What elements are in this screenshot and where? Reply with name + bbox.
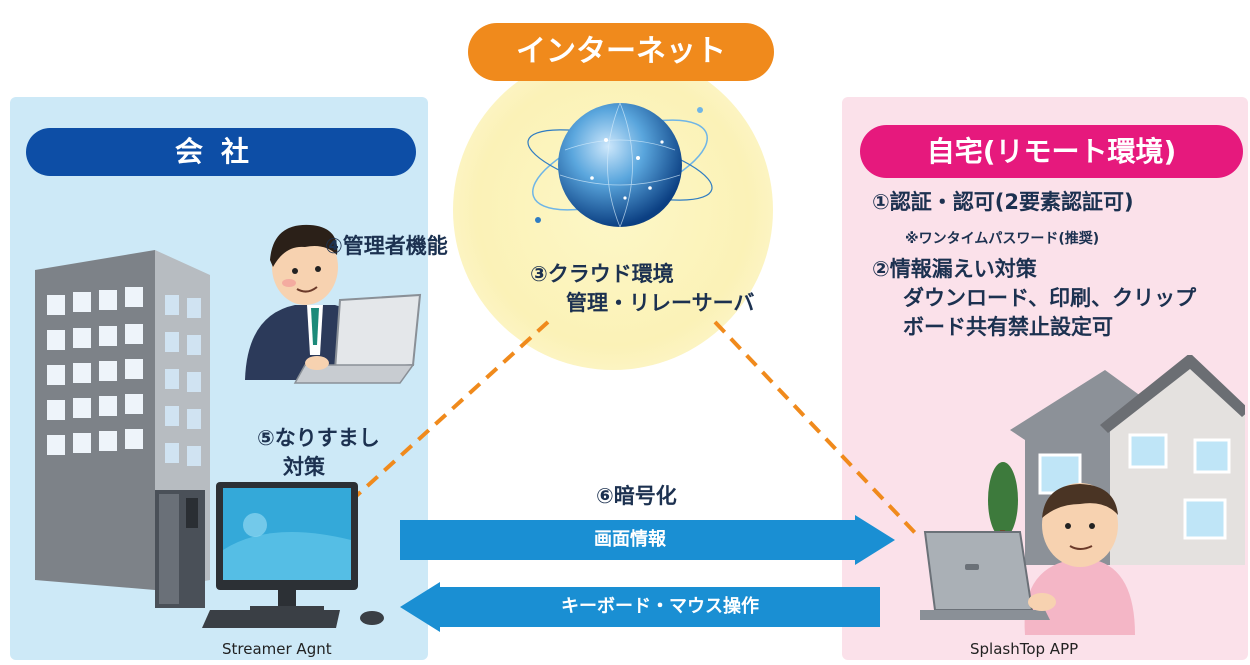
feature-leak-label-2: ダウンロード、印刷、クリップ [903, 286, 1197, 310]
desktop-pc-icon [155, 482, 384, 628]
cloud-globe-icon [527, 102, 713, 228]
arrow-right-shape [400, 515, 895, 565]
feature-cloud-label-1: ③クラウド環境 [530, 262, 674, 286]
house-icon [1010, 355, 1245, 565]
home-device-caption: SplashTop APP [970, 640, 1079, 658]
office-building-icon [35, 250, 210, 590]
feature-cloud-label-2: 管理・リレーサーバ [566, 291, 755, 315]
dashed-line-home [713, 320, 922, 540]
home-title: 自宅(リモート環境) [860, 125, 1243, 178]
keyboard-mouse-arrow-label: キーボード・マウス操作 [561, 596, 759, 617]
company-device-caption: Streamer Agnt [222, 640, 332, 658]
feature-spoofing-label-1: ⑤なりすまし [257, 426, 380, 450]
feature-auth-note: ※ワンタイムパスワード(推奨) [905, 231, 1100, 247]
feature-spoofing-label-2: 対策 [283, 455, 325, 479]
screen-info-arrow-label: 画面情報 [594, 529, 666, 550]
administrator-person-icon [245, 224, 422, 384]
dashed-line-company [341, 320, 550, 510]
company-title: 会社 [26, 128, 416, 176]
feature-auth-label: ①認証・認可(2要素認証可) [872, 190, 1134, 214]
feature-admin-label: ④管理者機能 [325, 234, 448, 258]
internet-title: インターネット [468, 23, 774, 81]
data-flow-arrows [400, 515, 895, 632]
arrow-left-shape [400, 582, 880, 632]
feature-leak-label-3: ボード共有禁止設定可 [903, 315, 1113, 339]
feature-leak-label-1: ②情報漏えい対策 [872, 257, 1037, 281]
feature-encryption-label: ⑥暗号化 [596, 484, 677, 508]
home-user-icon [920, 483, 1135, 635]
